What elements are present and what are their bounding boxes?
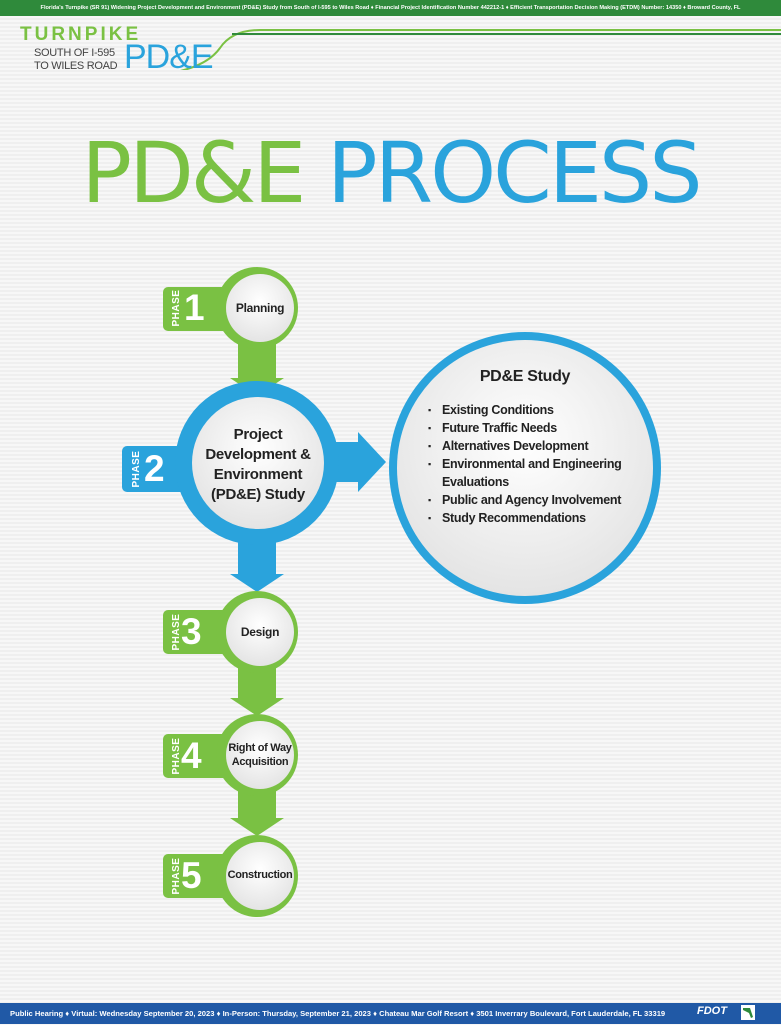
fdot-logo: FDOT xyxy=(697,1005,727,1017)
logo-line1: SOUTH OF I-595 xyxy=(34,47,115,59)
connector-2-3 xyxy=(230,542,284,592)
top-banner: Florida's Turnpike (SR 91) Widening Proj… xyxy=(0,0,781,16)
study-item: Study Recommendations xyxy=(428,509,668,527)
phase5-number: 5 xyxy=(181,855,202,896)
study-item: Future Traffic Needs xyxy=(428,419,668,437)
page-title: PD&E PROCESS xyxy=(0,125,781,221)
title-part1: PD&E xyxy=(81,124,306,222)
phase4-number: 4 xyxy=(181,735,202,776)
title-part2: PROCESS xyxy=(327,124,703,222)
study-item: Existing Conditions xyxy=(428,401,668,419)
phase3-circle xyxy=(216,591,298,673)
logo-line2: TO WILES ROAD xyxy=(34,60,118,72)
phase5-tab xyxy=(163,854,233,898)
phase4-label: Right of Way Acquisition xyxy=(228,742,292,768)
phase2-circle xyxy=(175,381,339,545)
turnpike-logo xyxy=(0,16,781,86)
phase1-number: 1 xyxy=(184,287,205,328)
phase1-tab xyxy=(163,287,233,331)
phase4-circle xyxy=(216,714,298,796)
phase1-word: PHASE xyxy=(171,289,182,327)
phase1-label: Planning xyxy=(235,301,285,315)
phase3-number: 3 xyxy=(181,611,202,652)
phase2-word: PHASE xyxy=(131,450,142,488)
phase4-tab xyxy=(163,734,233,778)
phase2-label: Project Development & Environment (PD&E)… xyxy=(205,426,311,503)
phase5-circle xyxy=(216,835,298,917)
phase3-tab xyxy=(163,610,233,654)
footer-text: Public Hearing ♦ Virtual: Wednesday Sept… xyxy=(10,1009,666,1018)
study-title: PD&E Study xyxy=(479,368,571,385)
study-list: Existing Conditions Future Traffic Needs… xyxy=(428,401,668,527)
study-item: Alternatives Development xyxy=(428,437,668,455)
logo-pde-text: PD&E xyxy=(124,38,214,76)
phase1-circle xyxy=(216,267,298,349)
phase3-label: Design xyxy=(240,625,280,639)
top-banner-text: Florida's Turnpike (SR 91) Widening Proj… xyxy=(40,5,741,11)
phase5-label: Construction xyxy=(227,869,293,881)
study-item: Environmental and Engineering Evaluation… xyxy=(428,455,642,491)
phase2-number: 2 xyxy=(144,448,165,489)
logo-turnpike-text: TURNPIKE xyxy=(20,24,142,45)
florida-map-shape xyxy=(743,1008,753,1018)
logo-location-text: SOUTH OF I-595 TO WILES ROAD xyxy=(34,47,118,73)
study-item: Public and Agency Involvement xyxy=(428,491,668,509)
footer-bar: Public Hearing ♦ Virtual: Wednesday Sept… xyxy=(0,1003,781,1024)
florida-map-icon xyxy=(741,1005,755,1020)
logo-swoosh xyxy=(179,29,781,70)
